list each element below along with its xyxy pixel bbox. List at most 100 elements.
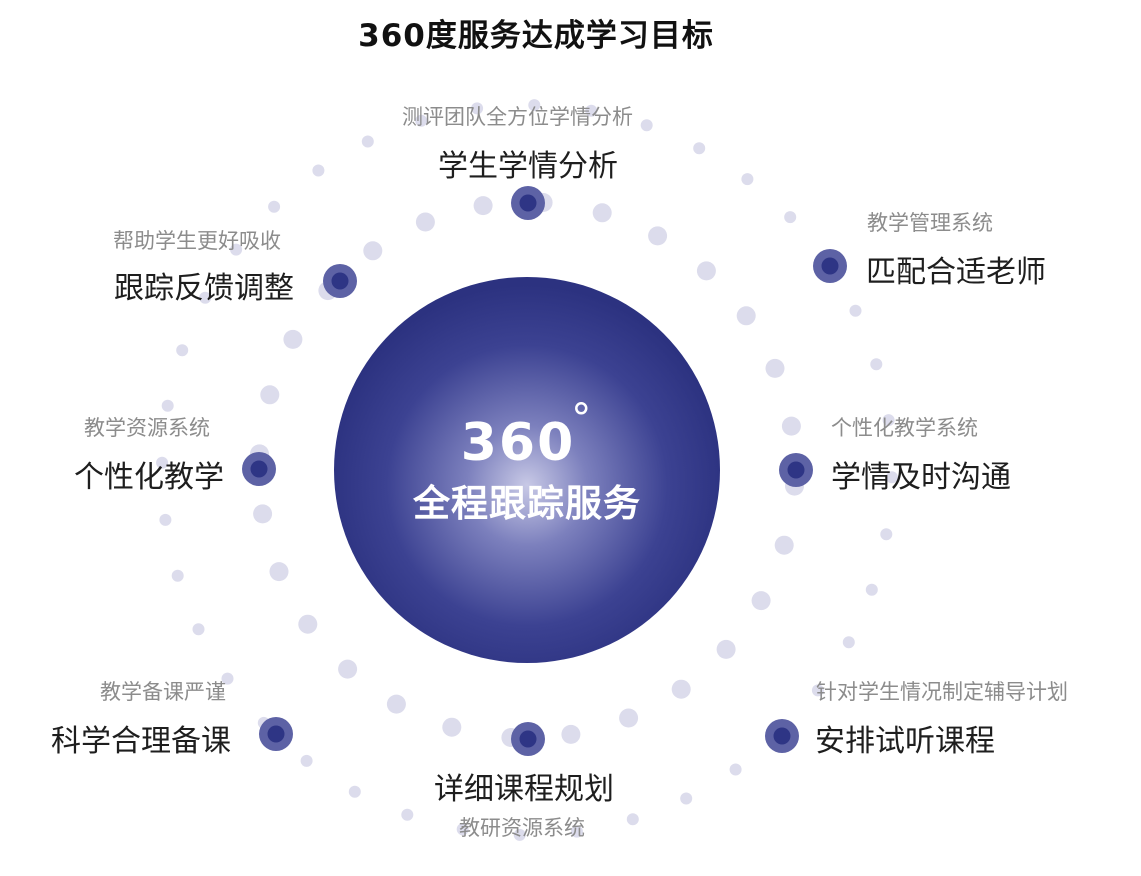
decorative-dot: [741, 173, 754, 186]
center-number: 360°: [427, 396, 627, 473]
node-marker-upper-right: [813, 249, 847, 283]
decorative-dot: [774, 535, 794, 555]
decorative-dot: [842, 636, 855, 649]
node-marker-core: [250, 460, 268, 478]
decorative-dot: [312, 164, 325, 177]
decorative-dot: [751, 591, 771, 611]
node-marker-top: [511, 186, 545, 220]
node-lower-left-main: 科学合理备课: [51, 724, 231, 759]
decorative-dot: [176, 344, 189, 357]
decorative-dot: [283, 329, 303, 349]
decorative-dot: [671, 679, 691, 699]
node-upper-right-sub: 教学管理系统: [867, 211, 993, 235]
node-markers: [242, 186, 847, 756]
node-marker-core: [331, 272, 349, 290]
node-upper-left-main: 跟踪反馈调整: [114, 271, 294, 306]
decorative-dot: [513, 828, 526, 841]
node-lower-left-sub: 教学备课严谨: [100, 680, 226, 704]
decorative-dot: [765, 358, 785, 378]
decorative-dot: [159, 513, 172, 526]
decorative-dot: [456, 823, 469, 836]
node-marker-core: [773, 727, 791, 745]
node-marker-core: [267, 725, 285, 743]
decorative-dot: [156, 456, 169, 469]
decorative-dot: [401, 808, 414, 821]
decorative-dot: [269, 562, 289, 582]
node-upper-right-main: 匹配合适老师: [866, 255, 1046, 290]
center-number-value: 360: [460, 413, 576, 473]
decorative-dot: [338, 659, 358, 679]
node-left-main: 个性化教学: [74, 460, 224, 495]
decorative-dot: [363, 241, 383, 261]
decorative-dot: [570, 825, 583, 838]
decorative-dot: [648, 226, 668, 246]
node-bottom-main: 详细课程规划: [434, 772, 614, 807]
node-marker-left: [242, 452, 276, 486]
node-right-main: 学情及时沟通: [831, 460, 1011, 495]
decorative-dot: [716, 639, 736, 659]
node-marker-core: [519, 194, 537, 212]
decorative-dot: [680, 792, 693, 805]
decorative-dot: [849, 304, 862, 317]
decorative-dot: [870, 358, 883, 371]
decorative-dot: [561, 724, 581, 744]
decorative-dot: [298, 614, 318, 634]
decorative-dot: [253, 504, 273, 524]
decorative-dot: [442, 717, 462, 737]
decorative-dot: [784, 211, 797, 224]
decorative-dot: [885, 471, 898, 484]
decorative-dot: [696, 261, 716, 281]
decorative-dot: [471, 102, 484, 115]
decorative-dot: [693, 142, 706, 155]
decorative-dot: [736, 306, 756, 326]
decorative-dot: [880, 528, 893, 541]
node-marker-upper-left: [323, 264, 357, 298]
decorative-dot: [268, 200, 281, 213]
node-lower-right-main: 安排试听课程: [815, 724, 995, 759]
decorative-dot: [221, 672, 234, 685]
decorative-dot: [192, 623, 205, 636]
node-marker-lower-right: [765, 719, 799, 753]
decorative-dot: [585, 104, 598, 117]
decorative-dot: [386, 694, 406, 714]
decorative-dot: [260, 385, 280, 405]
node-lower-right-sub: 针对学生情况制定辅导计划: [816, 680, 1068, 704]
node-marker-core: [519, 730, 537, 748]
decorative-dot: [640, 119, 653, 132]
decorative-dot: [199, 291, 212, 304]
decorative-dot: [781, 416, 801, 436]
decorative-dot: [473, 196, 493, 216]
center-circle: [334, 277, 720, 663]
page-title: 360度服务达成学习目标: [358, 18, 714, 54]
decorative-dot: [415, 114, 428, 127]
decorative-dot-ring: [156, 99, 898, 841]
node-top-sub: 测评团队全方位学情分析: [402, 105, 633, 129]
decorative-dot: [171, 569, 184, 582]
decorative-dot: [300, 754, 313, 767]
node-marker-core: [787, 461, 805, 479]
center-label: 全程跟踪服务: [413, 482, 641, 525]
decorative-dot: [811, 684, 824, 697]
decorative-dot: [161, 399, 174, 412]
node-bottom-sub: 教研资源系统: [459, 816, 585, 840]
node-upper-left-sub: 帮助学生更好吸收: [113, 229, 281, 253]
decorative-dot: [415, 212, 435, 232]
decorative-dot: [729, 763, 742, 776]
node-top-main: 学生学情分析: [438, 149, 618, 184]
decorative-dot: [528, 99, 541, 112]
center-degree: °: [571, 396, 594, 442]
decorative-dot: [619, 708, 639, 728]
node-marker-core: [821, 257, 839, 275]
node-marker-bottom: [511, 722, 545, 756]
decorative-dot: [626, 813, 639, 826]
decorative-dot: [592, 203, 612, 223]
decorative-dot: [361, 135, 374, 148]
node-marker-lower-left: [259, 717, 293, 751]
decorative-dot: [882, 414, 895, 427]
node-left-sub: 教学资源系统: [84, 416, 210, 440]
decorative-dot: [230, 243, 243, 256]
decorative-dot: [348, 785, 361, 798]
decorative-dot: [865, 583, 878, 596]
